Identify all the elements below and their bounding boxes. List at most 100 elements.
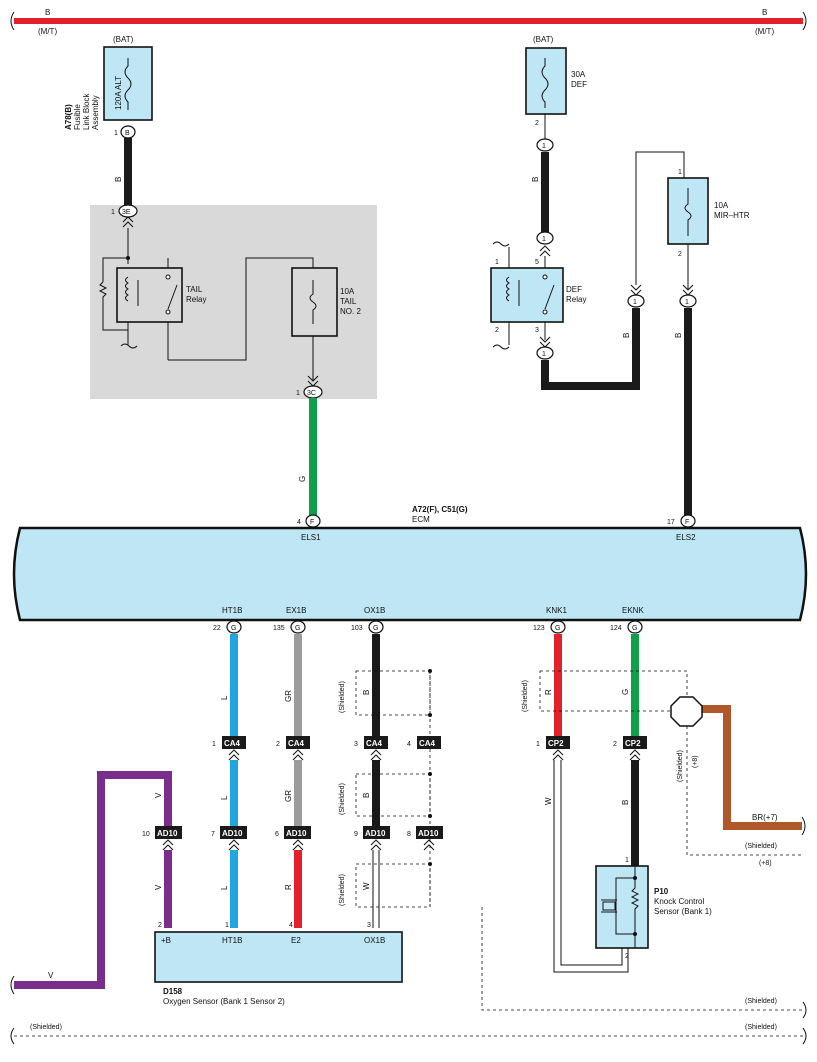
ecm-pinno-eknk: 124 bbox=[610, 625, 622, 632]
o2-name: Oxygen Sensor (Bank 1 Sensor 2) bbox=[163, 997, 285, 1006]
shield-ground-icon bbox=[670, 696, 703, 727]
mir-conn: 1 bbox=[685, 299, 689, 306]
ca4-1-pin: 1 bbox=[212, 741, 216, 748]
ca4-3-pin: 3 bbox=[354, 741, 358, 748]
ca4-3-name: CA4 bbox=[366, 739, 383, 748]
lower-wires: L L L GR GR R B B W R W G B V V V BR(+7) bbox=[10, 634, 806, 995]
bus-left-color: B bbox=[45, 8, 50, 17]
ecm-conn-ox1b: G bbox=[373, 625, 378, 632]
mir-pin1: 1 bbox=[678, 169, 682, 176]
connector-boxes: CA4 1 CA4 2 CA4 3 CA4 4 AD10 10 bbox=[142, 736, 647, 851]
def-relay-pin2: 2 bbox=[495, 327, 499, 334]
o2-term-ht1b: HT1B bbox=[222, 936, 242, 945]
shielded-label-2: (Shielded) bbox=[339, 783, 346, 815]
ad10-9-pin: 9 bbox=[354, 831, 358, 838]
tail-relay-area: 3E 1 TAIL Relay 10A TAIL NO. 2 3C 1 bbox=[90, 204, 377, 399]
def-relay-sub: Relay bbox=[566, 295, 586, 304]
o2-pin-e2: 4 bbox=[289, 922, 293, 929]
wire-ox1b-color-1: B bbox=[362, 690, 371, 695]
connector-ca4-3: CA4 3 bbox=[354, 736, 388, 761]
ecm-els1-conn: F bbox=[310, 519, 314, 526]
cp2-2-name: CP2 bbox=[625, 739, 641, 748]
ecm-code: A72(F), C51(G) bbox=[412, 505, 468, 514]
o2-pin-ht1b: 1 bbox=[225, 922, 229, 929]
shielded-label-8: (Shielded) bbox=[745, 1024, 777, 1031]
wire-ex1b-color-2: GR bbox=[284, 790, 293, 802]
ecm-conn-knk1: G bbox=[555, 625, 560, 632]
wire-eknk-color-1: G bbox=[621, 689, 630, 695]
wire-knk1-color-2: W bbox=[544, 797, 553, 805]
ecm-conn-ht1b: G bbox=[231, 625, 236, 632]
els1-wire: G bbox=[298, 398, 317, 516]
ecm-pinno-ox1b: 103 bbox=[351, 625, 363, 632]
ecm-els2: ELS2 bbox=[676, 533, 696, 542]
o2-term-b: +B bbox=[161, 936, 171, 945]
o2-term-ox1b: OX1B bbox=[364, 936, 385, 945]
o2-pin-b: 2 bbox=[158, 922, 162, 929]
def-bat-label: (BAT) bbox=[533, 35, 554, 44]
cp2-1-pin: 1 bbox=[536, 741, 540, 748]
ca4-1-name: CA4 bbox=[224, 739, 241, 748]
ecm-pin-name-ht1b: HT1B bbox=[222, 606, 242, 615]
fusible-name-3: Assembly bbox=[91, 95, 100, 130]
wire-brown-label: BR(+7) bbox=[752, 813, 778, 822]
tail-fuse-name-1: TAIL bbox=[340, 297, 357, 306]
ecm-conn-eknk: G bbox=[632, 625, 637, 632]
def-relay-pin5: 5 bbox=[535, 259, 539, 266]
wire-ht1b-color-2: L bbox=[220, 795, 229, 800]
els1-wire-color: G bbox=[298, 476, 307, 482]
o2-code: D158 bbox=[163, 987, 183, 996]
knock-name-1: Knock Control bbox=[654, 897, 704, 906]
ad10-9-name: AD10 bbox=[365, 829, 386, 838]
def-relay-name: DEF bbox=[566, 285, 582, 294]
shielded-label-5: (Shielded) bbox=[677, 750, 684, 782]
plus8-label-1: (+8) bbox=[692, 755, 699, 768]
fusible-name-2: Link Block bbox=[82, 93, 91, 130]
ecm-pin-name-ox1b: OX1B bbox=[364, 606, 385, 615]
wire-b-color-2: V bbox=[154, 884, 163, 890]
connector-ca4-1: CA4 1 bbox=[212, 736, 246, 761]
connector-cp2-1: CP2 1 bbox=[536, 736, 570, 761]
shielded-label-9: (Shielded) bbox=[30, 1024, 62, 1031]
connector-ad10-6: AD10 6 bbox=[275, 826, 311, 851]
shielded-label-4: (Shielded) bbox=[522, 680, 529, 712]
connector-ad10-10: AD10 10 bbox=[142, 826, 182, 851]
def-relay-conn-out: 1 bbox=[542, 351, 546, 358]
tail-fuse-rating: 10A bbox=[340, 287, 355, 296]
def-relay-wire: B bbox=[622, 333, 631, 338]
tail-conn-out: 3C bbox=[307, 390, 316, 397]
tail-conn-out-pin: 1 bbox=[296, 390, 300, 397]
connector-ca4-2: CA4 2 bbox=[276, 736, 310, 761]
oxygen-sensor: 2 1 4 3 +B HT1B E2 OX1B D158 Oxygen Sens… bbox=[154, 922, 403, 1006]
wire-ex1b-color-1: GR bbox=[284, 690, 293, 702]
wire-ht1b-color-1: L bbox=[220, 695, 229, 700]
ecm-els1: ELS1 bbox=[301, 533, 321, 542]
knock-pin2: 2 bbox=[625, 953, 629, 960]
knock-sensor: 1 2 P10 Knock Control Sensor (Bank 1) bbox=[595, 857, 712, 960]
wire-ox1b-color-2: B bbox=[362, 793, 371, 798]
ecm-bottom-pins: HT1B EX1B OX1B KNK1 EKNK G 22 G 135 G 10… bbox=[213, 606, 644, 634]
ca4-4-pin: 4 bbox=[407, 741, 411, 748]
shielded-label-3: (Shielded) bbox=[339, 874, 346, 906]
def-relay: 1 5 1 DEF Relay 2 3 1 1 B bbox=[490, 151, 685, 390]
o2-pin-ox1b: 3 bbox=[367, 922, 371, 929]
mir-pin2: 2 bbox=[678, 251, 682, 258]
ecm-els2-conn: F bbox=[685, 519, 689, 526]
def-relay-pin3: 3 bbox=[535, 327, 539, 334]
mir-fuse-rating: 10A bbox=[714, 201, 729, 210]
shielded-label-1: (Shielded) bbox=[339, 681, 346, 713]
connector-ad10-9: AD10 9 bbox=[354, 826, 390, 851]
fusible-link-block: (BAT) 120A ALT A78(B) Fusible Link Block… bbox=[64, 35, 153, 206]
def-fuse-name: DEF bbox=[571, 80, 587, 89]
ad10-8-pin: 8 bbox=[407, 831, 411, 838]
ecm-pin-name-knk1: KNK1 bbox=[546, 606, 567, 615]
ad10-7-name: AD10 bbox=[222, 829, 243, 838]
wire-eknk-color-2: B bbox=[621, 800, 630, 805]
wire-ht1b-color-3: L bbox=[220, 885, 229, 890]
ad10-6-pin: 6 bbox=[275, 831, 279, 838]
connector-cp2-2: CP2 2 bbox=[613, 736, 647, 761]
knock-name-2: Sensor (Bank 1) bbox=[654, 907, 712, 916]
tail-conn-in: 3E bbox=[122, 209, 131, 216]
knock-code: P10 bbox=[654, 887, 669, 896]
